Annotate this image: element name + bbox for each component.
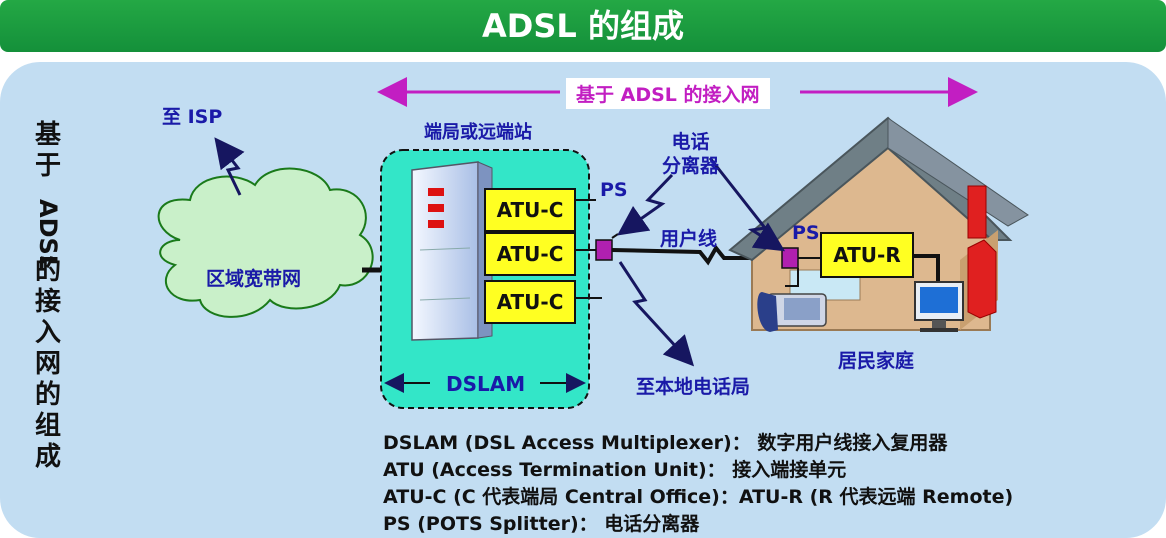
computer-icon <box>914 281 964 332</box>
isp-link <box>214 137 245 196</box>
home-label: 居民家庭 <box>838 350 915 372</box>
side-label-char: 入 <box>34 318 61 348</box>
broadband-cloud <box>157 167 374 318</box>
splitter-home <box>781 247 799 269</box>
legend-line: PS (POTS Splitter)： 电话分离器 <box>383 513 700 535</box>
telephone-icon <box>757 292 827 332</box>
side-label-char: 组 <box>34 411 61 441</box>
legend: DSLAM (DSL Access Multiplexer)： 数字用户线接入复… <box>383 430 1013 538</box>
network-span-label: 基于 ADSL 的接入网 <box>566 78 770 109</box>
title-bar: ADSL 的组成 <box>0 0 1166 52</box>
side-label-char: 网 <box>34 349 61 379</box>
splitter-label: 电话 分离器 <box>662 131 720 177</box>
ps-label-home: PS <box>792 222 820 244</box>
line-label: 用户线 <box>660 228 718 250</box>
atu-r-box: ATU-R <box>820 232 914 278</box>
side-label-char: 接 <box>34 287 61 317</box>
legend-line: ATU (Access Termination Unit)： 接入端接单元 <box>383 459 847 481</box>
side-label-char: 成 <box>34 442 61 472</box>
ps-label-office: PS <box>600 179 628 201</box>
atu-c-box: ATU-C <box>484 232 576 276</box>
splitter-office <box>595 239 613 261</box>
side-label-char: 基 <box>34 120 61 150</box>
legend-line: DSLAM (DSL Access Multiplexer)： 数字用户线接入复… <box>383 432 948 454</box>
local-exchange-label: 至本地电话局 <box>636 376 751 398</box>
dslam-server <box>411 161 493 341</box>
cloud-label: 区域宽带网 <box>206 268 302 290</box>
atu-c-box: ATU-C <box>484 188 576 232</box>
dslam-label: DSLAM <box>446 372 526 396</box>
chimney <box>967 185 987 239</box>
side-label-char: 于 <box>34 151 61 181</box>
side-label-char: 的 <box>34 256 61 286</box>
subscriber-line <box>611 244 782 266</box>
side-label: 基 于 ADSL 的 接 入 网 的 组 成 <box>28 120 68 473</box>
atu-c-box: ATU-C <box>484 280 576 324</box>
side-label-char: 的 <box>34 380 61 410</box>
central-office-label: 端局或远端站 <box>424 122 532 143</box>
legend-line: ATU-C (C 代表端局 Central Office)：ATU-R (R 代… <box>383 486 1014 508</box>
isp-label: 至 ISP <box>162 106 223 128</box>
